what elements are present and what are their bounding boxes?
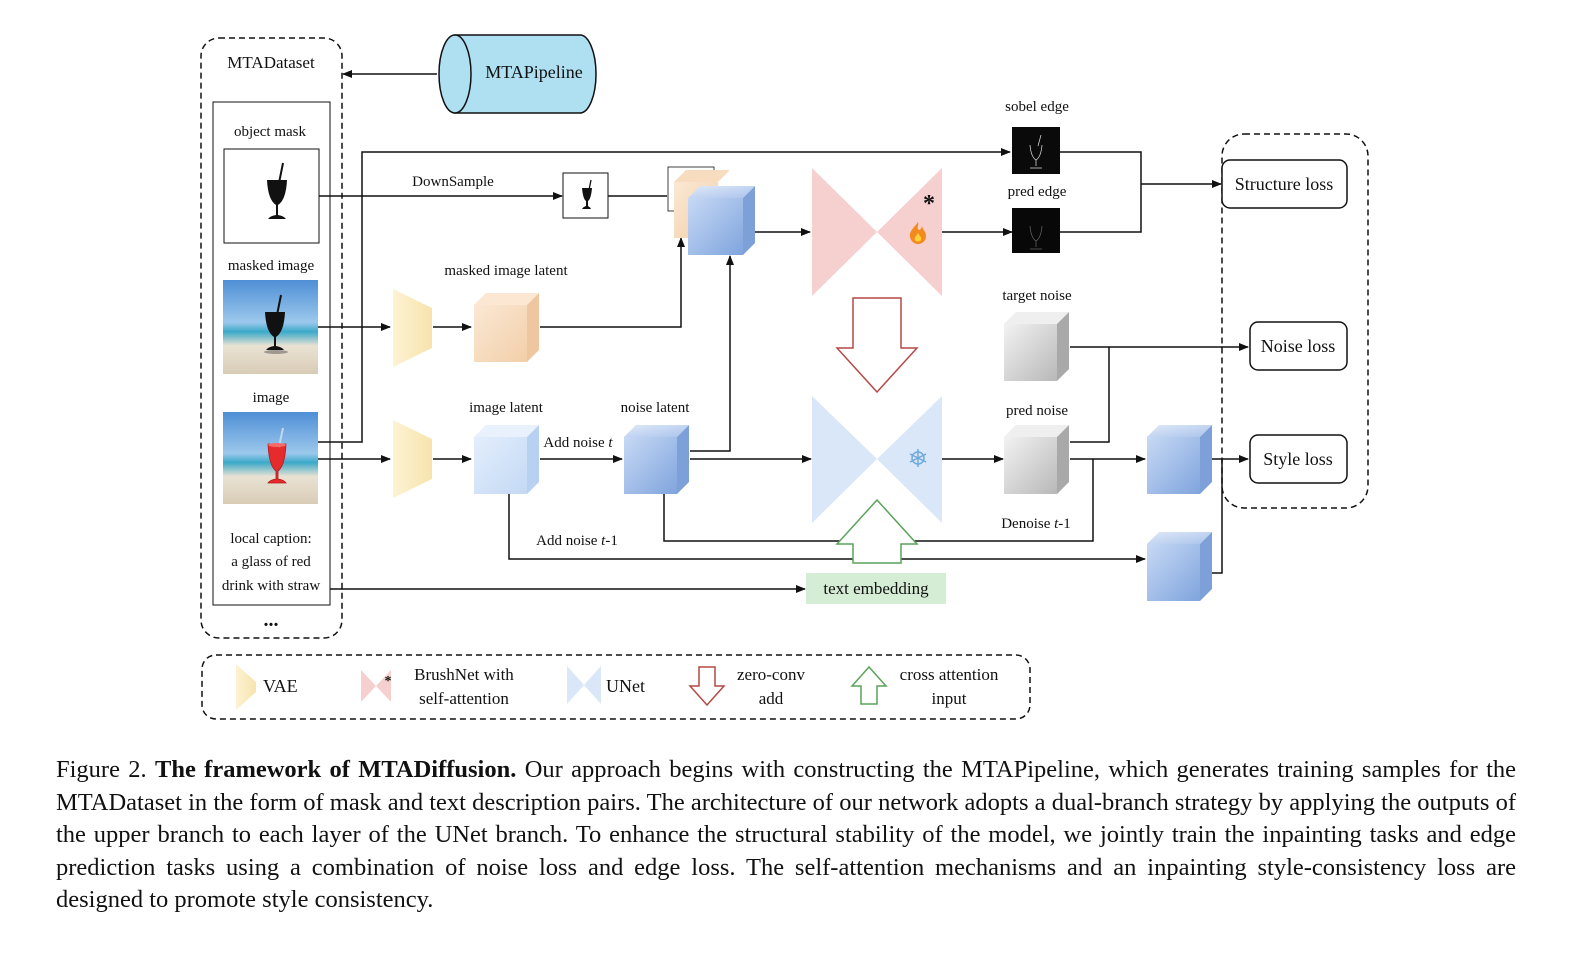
sobel-edge-label: sobel edge xyxy=(1005,99,1069,115)
dataset-ellipsis: ... xyxy=(264,609,279,631)
pred-noise-cube xyxy=(1004,425,1069,494)
cross-attention-arrow xyxy=(835,498,919,564)
masked-image-label: masked image xyxy=(228,258,315,274)
vae-encoder-lower xyxy=(393,420,432,498)
image-label: image xyxy=(253,390,290,406)
structure-loss-box xyxy=(1221,159,1348,209)
style-cube-lower xyxy=(1147,532,1212,601)
framework-diagram: MTADataset MTAPipeline object mask maske… xyxy=(200,34,1369,720)
style-cube-upper xyxy=(1147,425,1212,494)
image-latent-cube xyxy=(474,425,539,494)
noise-latent-label: noise latent xyxy=(621,400,691,416)
text-embedding-label: text embedding xyxy=(823,579,929,598)
legend-zero-conv-icon xyxy=(688,666,726,707)
dataset-title: MTADataset xyxy=(227,53,315,72)
loss-container xyxy=(1221,133,1369,509)
legend-unet-icon xyxy=(567,666,601,704)
noise-latent-cube xyxy=(624,425,689,494)
legend-vae-icon xyxy=(236,664,256,710)
noise-loss-box xyxy=(1249,321,1348,371)
zero-conv-arrow xyxy=(835,297,919,394)
masked-latent-label: masked image latent xyxy=(444,263,568,279)
legend-vae-label: VAE xyxy=(263,676,298,696)
target-noise-label: target noise xyxy=(1002,288,1072,304)
figure-caption: Figure 2. The framework of MTADiffusion.… xyxy=(56,754,1516,917)
legend-cross-attn-line2: input xyxy=(932,689,967,708)
add-noise-t-label: Add noise t xyxy=(543,435,613,451)
caption-line-2: a glass of red xyxy=(231,554,311,570)
caption-prefix: Figure 2. xyxy=(56,756,155,783)
object-mask-label: object mask xyxy=(234,124,307,140)
masked-glass-icon xyxy=(264,294,288,354)
legend-brushnet-line1: BrushNet with xyxy=(414,665,514,684)
small-glass-icon xyxy=(582,179,592,209)
brushnet-bowtie xyxy=(812,168,942,296)
denoise-label: Denoise t-1 xyxy=(1001,516,1071,532)
legend-zero-conv-line2: add xyxy=(759,689,784,708)
pred-edge-glass-outline xyxy=(1029,225,1043,250)
pipeline-cylinder xyxy=(438,34,597,114)
image-latent-label: image latent xyxy=(469,400,544,416)
glass-silhouette-icon xyxy=(267,162,287,219)
combined-cube xyxy=(667,166,755,255)
sobel-edge-glass-outline xyxy=(1029,134,1043,169)
pred-noise-label: pred noise xyxy=(1006,403,1068,419)
connector-lines xyxy=(318,148,1249,593)
caption-body: Our approach begins with constructing th… xyxy=(56,756,1516,913)
vae-encoder-upper xyxy=(393,289,432,367)
legend-brushnet-icon xyxy=(361,670,391,702)
brushnet-star: * xyxy=(923,191,935,217)
pipeline-label: MTAPipeline xyxy=(485,62,583,82)
caption-bold-title: The framework of MTADiffusion. xyxy=(155,756,517,783)
fire-icon xyxy=(909,222,926,244)
target-noise-cube xyxy=(1004,312,1069,381)
text-embedding-box xyxy=(806,573,946,604)
frozen-snowflake-icon xyxy=(909,449,927,467)
dataset-container xyxy=(200,37,343,639)
style-loss-label: Style loss xyxy=(1263,449,1333,469)
style-loss-box xyxy=(1249,434,1348,484)
legend-brushnet-line2: self-attention xyxy=(419,689,509,708)
add-noise-t1-label: Add noise t-1 xyxy=(536,533,618,549)
downsample-label: DownSample xyxy=(412,174,494,190)
caption-line-1: local caption: xyxy=(230,531,311,547)
sobel-edge-image xyxy=(1012,127,1060,174)
red-drink-icon xyxy=(267,427,287,484)
masked-latent-cube xyxy=(474,293,539,362)
legend-cross-attention-icon xyxy=(850,665,888,705)
legend-brushnet-star: * xyxy=(385,674,392,689)
legend-container xyxy=(201,654,1031,720)
unet-bowtie xyxy=(812,396,942,523)
noise-loss-label: Noise loss xyxy=(1261,336,1336,356)
dataset-inner-box xyxy=(212,101,331,606)
structure-loss-label: Structure loss xyxy=(1235,174,1334,194)
pred-edge-label: pred edge xyxy=(1008,184,1067,200)
caption-line-3: drink with straw xyxy=(222,578,320,594)
legend-zero-conv-line1: zero-conv xyxy=(737,665,805,684)
legend-unet-label: UNet xyxy=(606,676,645,696)
legend-cross-attn-line1: cross attention xyxy=(900,665,999,684)
